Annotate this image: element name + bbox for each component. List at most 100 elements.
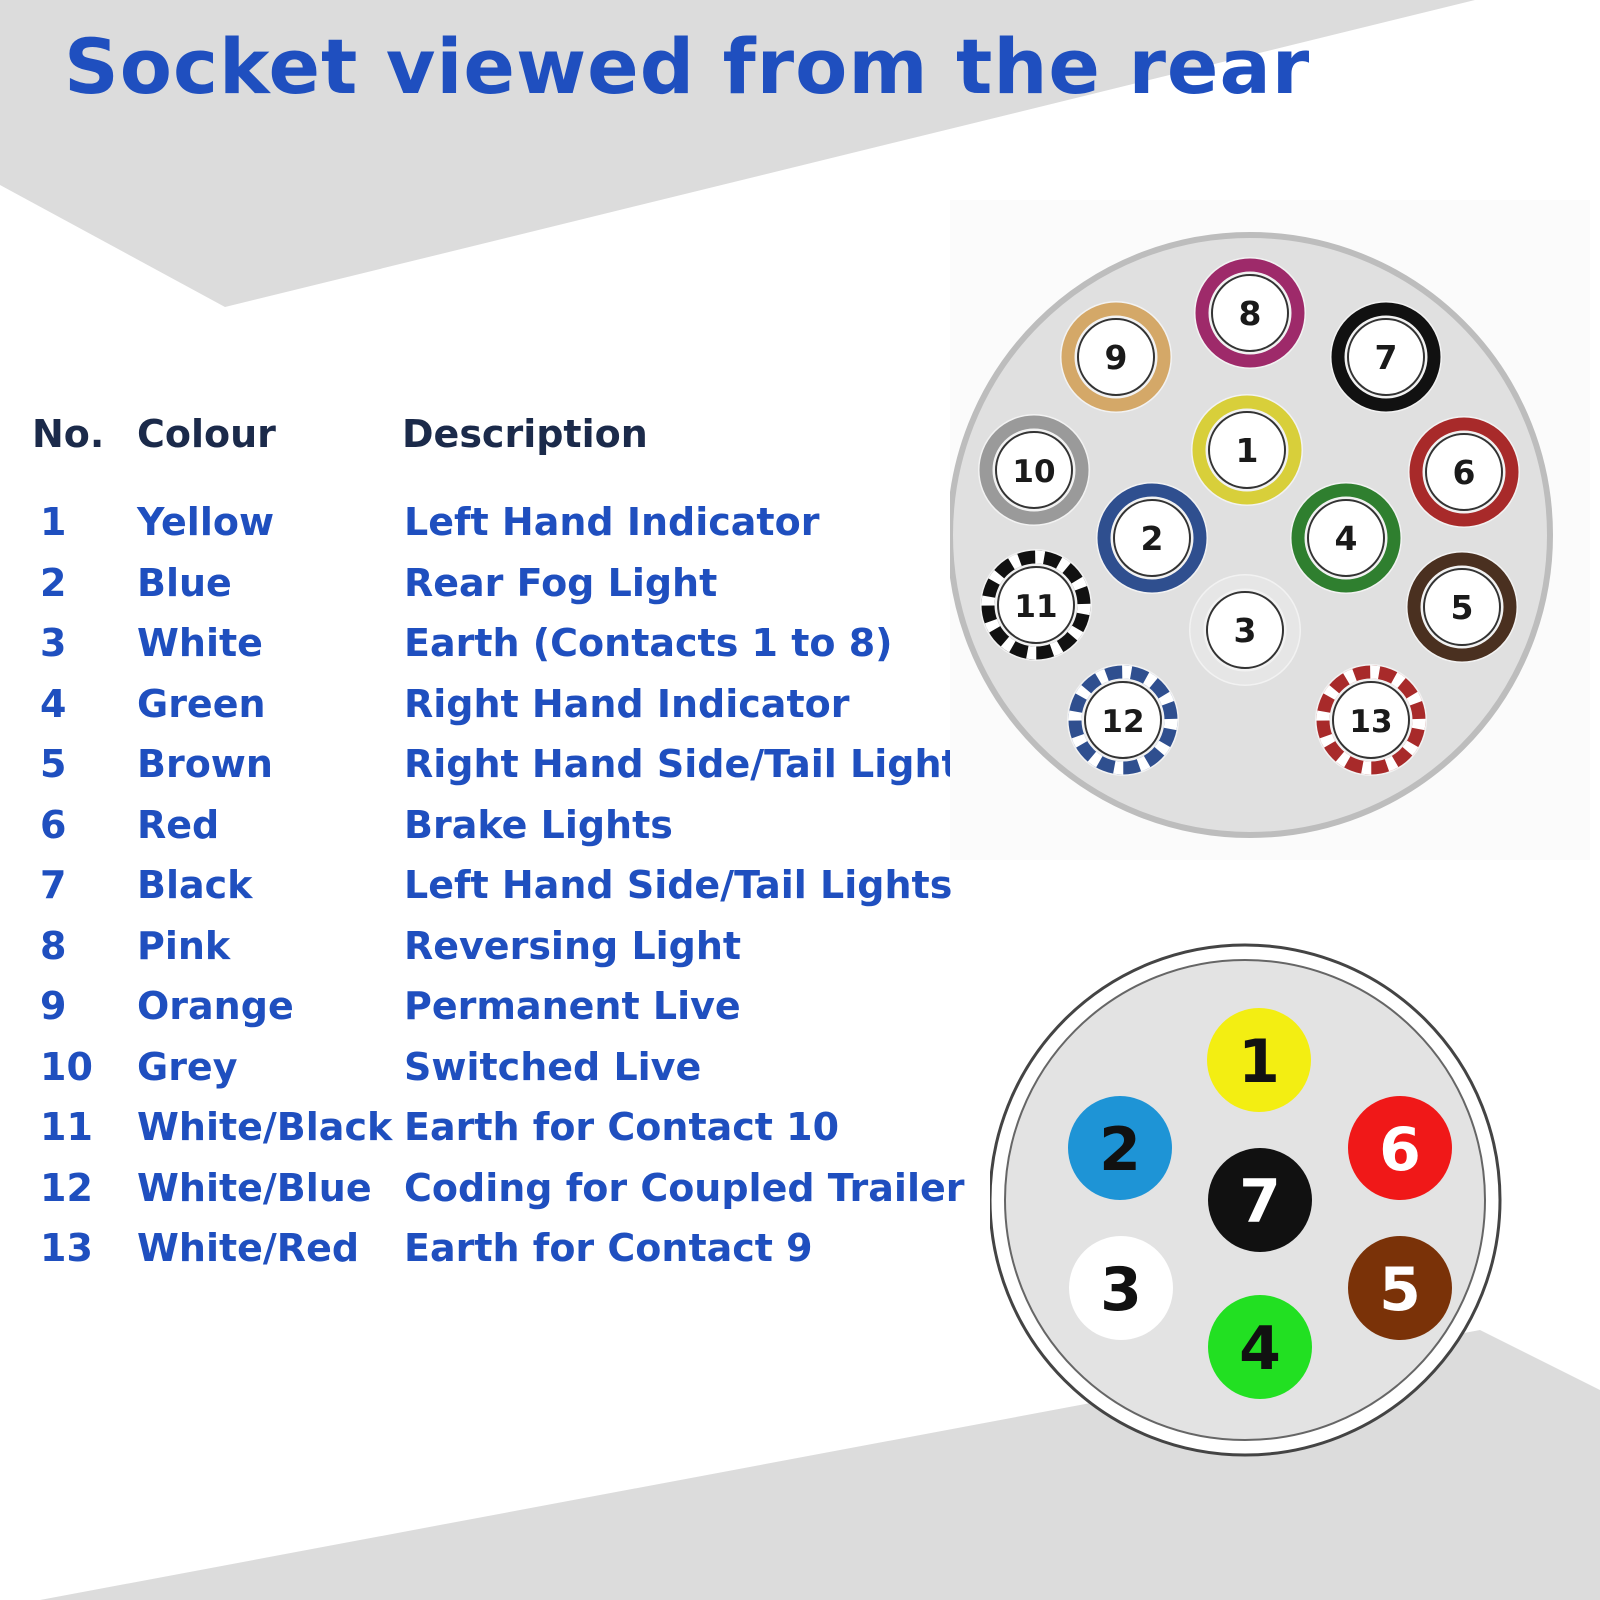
pin-number: 1 xyxy=(40,500,67,544)
pin-2-label: 2 xyxy=(1099,1115,1141,1185)
pin-7-label: 7 xyxy=(1239,1167,1281,1237)
table-row: 1 Yellow Left Hand Indicator xyxy=(0,500,960,560)
pin-number: 12 xyxy=(40,1165,93,1210)
pin-colour: Green xyxy=(137,681,266,726)
pin-7-label: 7 xyxy=(1375,338,1398,377)
pin-10-contact: 10 xyxy=(978,414,1090,526)
pin-6-contact: 6 xyxy=(1348,1096,1452,1200)
table-row: 8 Pink Reversing Light xyxy=(0,924,960,984)
pin-face xyxy=(1208,411,1286,489)
pin-face xyxy=(1113,499,1191,577)
pin-11-label: 11 xyxy=(1014,589,1057,625)
pin-1-contact: 1 xyxy=(1191,394,1303,506)
pin-ring-stripes xyxy=(1316,665,1426,775)
pin-number: 11 xyxy=(40,1105,93,1149)
pin-number: 8 xyxy=(40,923,67,968)
pin-colour: Pink xyxy=(137,923,231,968)
pin-7-contact: 7 xyxy=(1330,301,1442,413)
pin-description: Left Hand Indicator xyxy=(404,500,820,544)
pin-disc xyxy=(1208,1295,1312,1399)
pin-6-label: 6 xyxy=(1379,1115,1421,1185)
pin-4-contact: 4 xyxy=(1290,482,1402,594)
pin-colour: Orange xyxy=(137,984,294,1028)
pin-2-contact: 2 xyxy=(1096,482,1208,594)
pin-colour: White xyxy=(137,621,263,665)
pin-3-contact: 3 xyxy=(1189,574,1301,686)
pin-colour: Grey xyxy=(137,1044,238,1089)
pin-8-contact: 8 xyxy=(1194,257,1306,369)
pin-description: Left Hand Side/Tail Lights xyxy=(404,863,953,907)
table-row: 9 Orange Permanent Live xyxy=(0,984,960,1044)
pin-colour: White/Red xyxy=(137,1226,360,1270)
pin-10-label: 10 xyxy=(1012,454,1055,490)
pin-description: Coding for Coupled Trailer xyxy=(404,1165,965,1210)
pin-disc xyxy=(1068,1096,1172,1200)
pin-number: 2 xyxy=(40,560,67,605)
pin-colour: White/Blue xyxy=(137,1165,372,1210)
pin-5-label: 5 xyxy=(1451,588,1474,627)
pin-ring xyxy=(1409,417,1519,527)
pin-1-label: 1 xyxy=(1236,431,1259,470)
pin-disc xyxy=(1348,1236,1452,1340)
pin-number: 4 xyxy=(40,681,67,726)
pin-6-label: 6 xyxy=(1453,453,1476,492)
pin-description: Permanent Live xyxy=(404,984,741,1028)
pin-13-contact: 13 xyxy=(1315,664,1427,776)
pin-8-label: 8 xyxy=(1239,294,1262,333)
pin-description: Earth (Contacts 1 to 8) xyxy=(404,621,893,665)
pin-9-contact: 9 xyxy=(1060,301,1172,413)
pin-7-contact: 7 xyxy=(1208,1148,1312,1252)
pin-12-label: 12 xyxy=(1101,704,1144,740)
table-row: 7 Black Left Hand Side/Tail Lights xyxy=(0,863,960,923)
pin-description: Reversing Light xyxy=(404,923,742,968)
pin-description: Rear Fog Light xyxy=(404,560,718,605)
pin-5-contact: 5 xyxy=(1406,551,1518,663)
pin-colour: Brown xyxy=(137,742,273,786)
pin-colour: Yellow xyxy=(137,500,275,544)
pin-description: Earth for Contact 9 xyxy=(404,1226,813,1270)
pin-3-contact: 3 xyxy=(1069,1236,1173,1340)
table-row: 12 White/Blue Coding for Coupled Trailer xyxy=(0,1165,964,1226)
pin-ring xyxy=(1195,258,1305,368)
pin-ring xyxy=(1192,395,1302,505)
table-row: 13 White/Red Earth for Contact 9 xyxy=(0,1226,960,1286)
pin-ring xyxy=(1190,575,1300,685)
pin-face xyxy=(1423,568,1501,646)
page-title: Socket viewed from the rear xyxy=(64,22,1311,111)
pin-description: Brake Lights xyxy=(404,802,673,847)
pin-face xyxy=(997,566,1075,644)
pin-colour: Black xyxy=(137,863,253,907)
pin-number: 7 xyxy=(40,863,67,907)
pin-2-contact: 2 xyxy=(1068,1096,1172,1200)
pin-number: 13 xyxy=(40,1226,93,1270)
pin-ring xyxy=(1407,552,1517,662)
pin-face xyxy=(1347,318,1425,396)
pin-1-label: 1 xyxy=(1238,1027,1280,1097)
pin-disc xyxy=(1069,1236,1173,1340)
top-grey-band xyxy=(0,0,1475,307)
pin-6-contact: 6 xyxy=(1408,416,1520,528)
pin-number: 9 xyxy=(40,984,67,1028)
pin-description: Switched Live xyxy=(404,1044,702,1089)
pin-3-label: 3 xyxy=(1234,611,1257,650)
pin-1-contact: 1 xyxy=(1207,1008,1311,1112)
pin-colour: Red xyxy=(137,802,220,847)
pin-disc xyxy=(1208,1148,1312,1252)
pin-face xyxy=(1206,591,1284,669)
pin-ring xyxy=(1331,302,1441,412)
pin-13-label: 13 xyxy=(1349,704,1392,740)
pin-description: Right Hand Side/Tail Lights xyxy=(404,742,983,786)
header-description: Description xyxy=(402,412,648,456)
pin-number: 6 xyxy=(40,802,67,847)
pin-face xyxy=(1307,499,1385,577)
pin-12-contact: 12 xyxy=(1067,664,1179,776)
pin-2-label: 2 xyxy=(1141,519,1164,558)
pin-description: Right Hand Indicator xyxy=(404,681,850,726)
pin-5-contact: 5 xyxy=(1348,1236,1452,1340)
pin-ring xyxy=(1291,483,1401,593)
table-row: 6 Red Brake Lights xyxy=(0,803,960,863)
